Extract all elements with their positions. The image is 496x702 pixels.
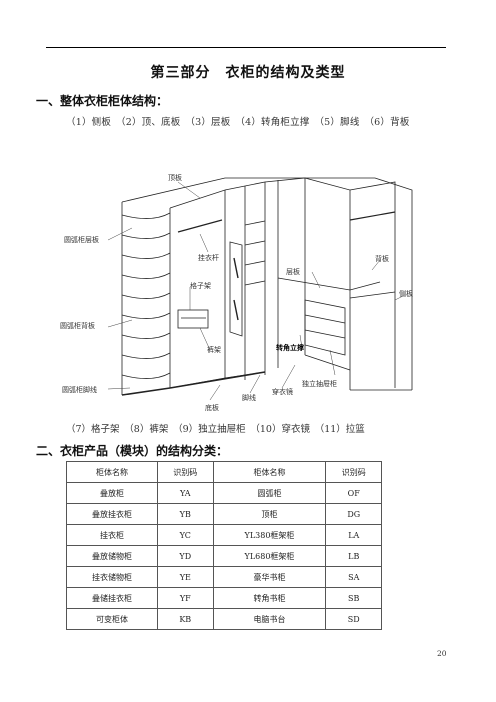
cell-code: YC	[157, 524, 214, 546]
cell-code: LB	[325, 545, 382, 567]
cell-name: 圆弧柜	[212, 482, 327, 504]
cell-code: OF	[325, 482, 382, 504]
table-header-row: 柜体名称 识别码 柜体名称 识别码	[65, 461, 382, 483]
cell-name: 挂衣柜	[65, 524, 159, 546]
cell-code: YE	[157, 566, 214, 588]
label-top-board: 顶板	[168, 173, 182, 182]
cell-code: LA	[325, 524, 382, 546]
header-rule	[46, 47, 446, 48]
header-cell: 识别码	[325, 461, 382, 483]
cell-code: KB	[157, 608, 214, 630]
section-heading-products: 二、衣柜产品（模块）的结构分类：	[36, 444, 229, 458]
wardrobe-diagram: 顶板 圆弧柜层板 挂衣杆 格子架 圆弧柜背板 裤架 圆弧柜脚线 底板 脚线 穿衣…	[60, 173, 413, 412]
parts-list-1: （1）侧板 （2）顶、底板 （3）层板 （4）转角柜立撑 （5）脚线 （6）背板	[66, 117, 410, 128]
label-back-board: 背板	[375, 254, 389, 263]
cell-name: 叠放柜	[65, 482, 159, 504]
cell-name: YL380框架柜	[212, 524, 327, 546]
cell-code: SD	[325, 608, 382, 630]
label-drawer-cabinet: 独立抽屉柜	[302, 379, 337, 388]
cell-code: YD	[157, 545, 214, 567]
header-cell: 柜体名称	[212, 461, 327, 483]
label-arc-back: 圆弧柜背板	[60, 321, 95, 330]
label-grid-rack: 格子架	[190, 281, 211, 290]
header-cell: 识别码	[157, 461, 214, 483]
section-heading-structure: 一、整体衣柜柜体结构：	[36, 94, 169, 108]
label-shelf: 层板	[286, 267, 300, 276]
label-pants-rack: 裤架	[207, 345, 221, 354]
cell-code: DG	[325, 503, 382, 525]
cell-code: SB	[325, 587, 382, 609]
cell-name: 可变柜体	[65, 608, 159, 630]
cell-name: 豪华书柜	[212, 566, 327, 588]
label-hanging-rod: 挂衣杆	[198, 253, 219, 262]
label-mirror: 穿衣镜	[272, 387, 293, 396]
cell-code: SA	[325, 566, 382, 588]
cell-code: YA	[157, 482, 214, 504]
cell-name: YL680框架柜	[212, 545, 327, 567]
cell-code: YB	[157, 503, 214, 525]
cell-name: 转角书柜	[212, 587, 327, 609]
cell-name: 顶柜	[212, 503, 327, 525]
label-baseline: 脚线	[242, 393, 256, 402]
label-corner-post: 转角立撑	[276, 343, 304, 352]
label-arc-baseline: 圆弧柜脚线	[62, 385, 97, 394]
header-cell: 柜体名称	[65, 461, 159, 483]
cell-name: 电脑书台	[212, 608, 327, 630]
cell-name: 叠储挂衣柜	[65, 587, 159, 609]
label-arc-shelf: 圆弧柜层板	[64, 235, 99, 244]
label-bottom-board: 底板	[205, 403, 219, 412]
cell-name: 叠放挂衣柜	[65, 503, 159, 525]
cell-code: YF	[157, 587, 214, 609]
page-title: 第三部分 衣柜的结构及类型	[150, 65, 346, 81]
parts-list-2: （7）格子架 （8）裤架 （9）独立抽屉柜 （10）穿衣镜 （11）拉篮	[66, 424, 365, 435]
label-side-board: 侧板	[399, 289, 413, 298]
cell-name: 叠放储物柜	[65, 545, 159, 567]
cell-name: 挂衣储物柜	[65, 566, 159, 588]
page-number: 20	[437, 649, 447, 658]
